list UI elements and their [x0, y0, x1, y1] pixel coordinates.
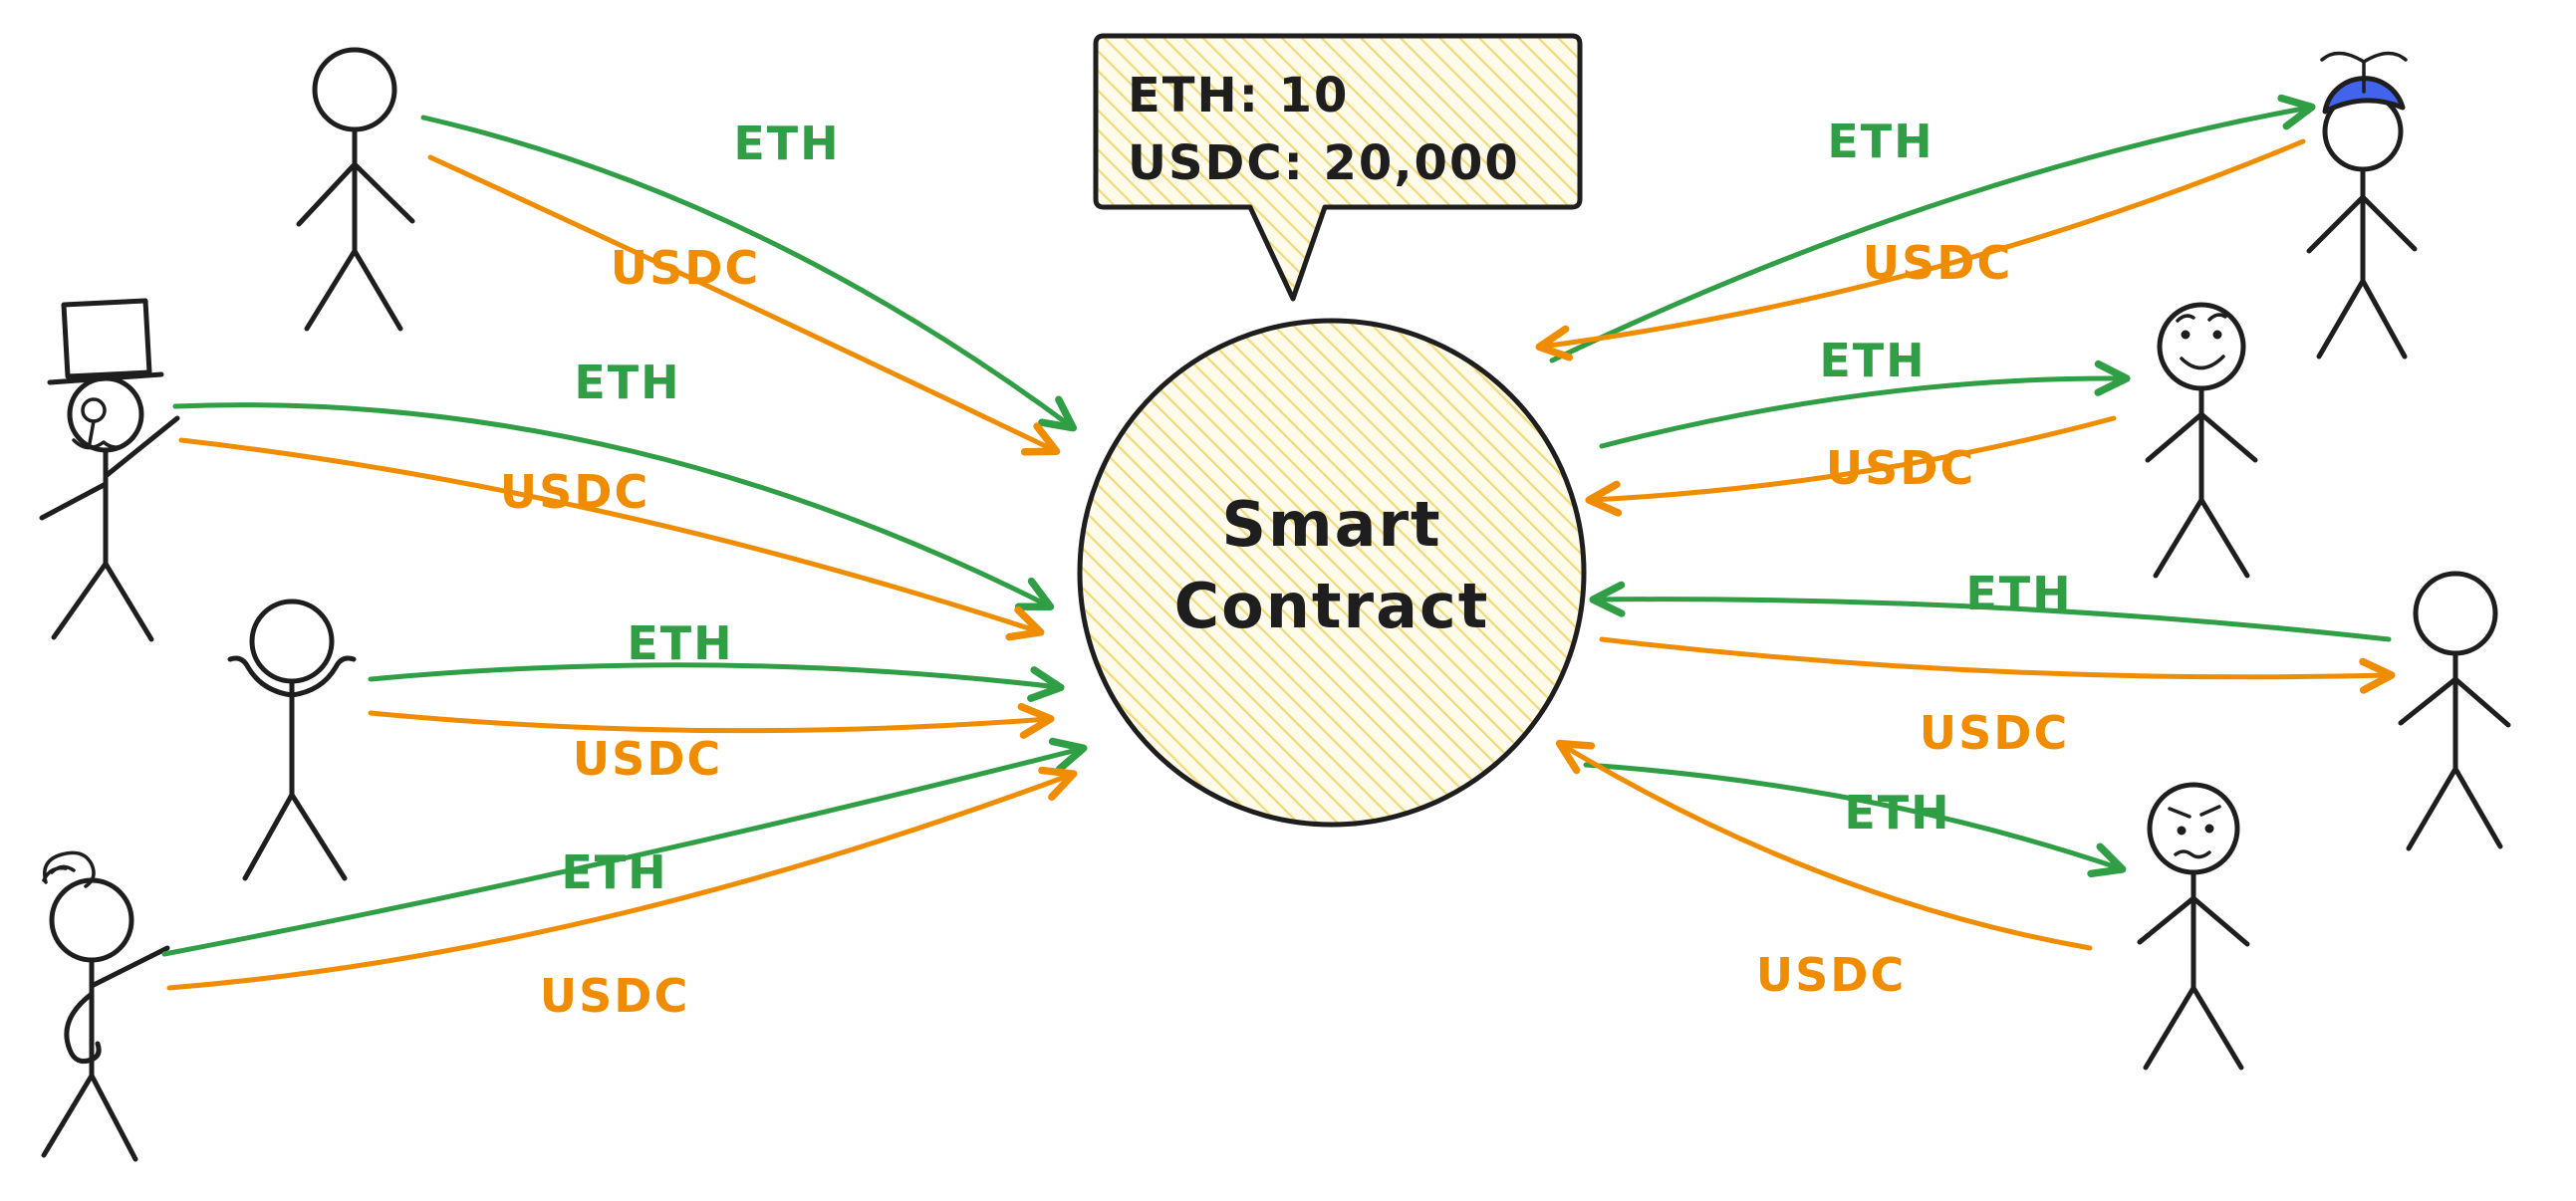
balance-callout: ETH: 10 USDC: 20,000 — [1093, 33, 1583, 302]
trader-3-head — [2413, 571, 2498, 656]
callout-usdc-balance: USDC: 20,000 — [1128, 135, 1520, 191]
trader-3-usdc-arrow-label: USDC — [1920, 706, 2069, 760]
lp-2-legs — [51, 561, 154, 642]
trader-3-usdc-out-arrow — [1599, 636, 2396, 694]
lp-1-head — [312, 47, 397, 132]
trader-4-swap-arrows: ETH USDC — [1555, 739, 2127, 1002]
trader-4-legs — [2143, 985, 2244, 1071]
trader-2-legs — [2153, 497, 2250, 579]
lp-3-head — [249, 599, 335, 684]
lp-4-eth-arrow — [161, 737, 1088, 957]
smart-contract-label-line1: Smart — [1221, 488, 1441, 561]
mustache — [72, 436, 135, 450]
trader-1-eth-arrow-label: ETH — [1827, 115, 1933, 168]
trader-4-right-eye — [2204, 824, 2214, 834]
trader-1-eth-out-arrow — [1549, 94, 2316, 363]
lp-1-usdc-arrow — [427, 154, 1061, 456]
actor-trader-1-propeller-cap-stick-figure — [2306, 51, 2418, 360]
lp-4-head — [49, 877, 134, 963]
actor-lp-2-top-hat-stick-figure — [39, 298, 180, 642]
lp-3-usdc-arrow — [368, 702, 1055, 739]
smart-contract-node: Smart Contract — [1077, 318, 1587, 828]
trader-2-arms — [2145, 411, 2258, 463]
top-hat-crown — [61, 298, 152, 379]
trader-2-eth-arrow-label: ETH — [1819, 334, 1926, 387]
propeller-cap-icon — [2322, 76, 2406, 115]
trader-2-usdc-arrow-label: USDC — [1826, 441, 1975, 495]
lp-1-eth-arrow — [420, 115, 1078, 432]
lp-1-legs — [304, 248, 403, 332]
trader-1-usdc-arrow-label: USDC — [1863, 236, 2012, 290]
propeller-blades — [2320, 51, 2408, 94]
actor-lp-3-shrugging-stick-figure — [227, 599, 357, 881]
callout-eth-balance: ETH: 10 — [1128, 68, 1349, 123]
trader-4-left-eye — [2177, 826, 2187, 836]
actor-lp-1-plain-stick-figure — [296, 47, 415, 332]
hair-bun — [42, 850, 96, 888]
lp-1-eth-arrow-label: ETH — [733, 117, 840, 170]
speech-bubble — [1093, 33, 1583, 302]
trader-2-right-eye — [2212, 330, 2222, 340]
trader-2-left-eye — [2181, 330, 2190, 340]
lp-2-eth-arrow — [172, 402, 1055, 611]
actor-lp-4-hair-bun-stick-figure — [41, 850, 170, 1162]
trader-3-arms — [2398, 676, 2511, 728]
monocle-chain — [88, 419, 96, 445]
lp-3-deposit-arrows: ETH USDC — [368, 616, 1065, 786]
lp-3-shrug-arms — [227, 655, 357, 698]
trader-2-eyebrows — [2176, 313, 2227, 323]
lp-4-legs — [41, 1073, 138, 1162]
lp-2-usdc-arrow-label: USDC — [500, 465, 649, 519]
trader-3-legs — [2406, 766, 2503, 851]
actor-trader-4-worried-stick-figure — [2137, 782, 2250, 1071]
trader-4-eyebrows — [2168, 805, 2221, 819]
smart-contract-label-line2: Contract — [1174, 570, 1490, 642]
lp-2-deposit-arrows: ETH USDC — [172, 356, 1055, 641]
trader-4-eth-out-arrow — [1583, 762, 2127, 877]
monocle-icon — [81, 397, 107, 423]
trader-4-eth-arrow-label: ETH — [1844, 786, 1950, 840]
actor-trader-3-plain-stick-figure — [2398, 571, 2511, 851]
trader-4-usdc-arrow-label: USDC — [1756, 948, 1906, 1002]
lp-4-arms — [64, 945, 170, 1065]
smart-contract-circle — [1077, 318, 1587, 828]
lp-3-legs — [242, 792, 348, 881]
lp-3-eth-arrow — [368, 662, 1065, 702]
trader-4-head — [2147, 782, 2240, 875]
lp-1-usdc-arrow-label: USDC — [611, 241, 760, 295]
lp-1-deposit-arrows: ETH USDC — [420, 115, 1078, 456]
trader-3-eth-in-arrow — [1589, 581, 2392, 642]
lp-4-usdc-arrow — [166, 766, 1078, 991]
trader-4-usdc-in-arrow — [1555, 739, 2093, 951]
trader-1-usdc-in-arrow — [1535, 138, 2306, 361]
trader-2-smile — [2180, 355, 2225, 370]
actor-trader-2-smiling-stick-figure — [2145, 302, 2258, 579]
lp-2-arms — [39, 415, 180, 521]
lp-2-usdc-arrow — [178, 437, 1045, 641]
lp-3-eth-arrow-label: ETH — [627, 616, 733, 670]
trader-1-legs — [2316, 278, 2408, 360]
lp-4-eth-arrow-label: ETH — [561, 845, 667, 899]
trader-3-eth-arrow-label: ETH — [1965, 567, 2072, 620]
trader-4-frown — [2174, 849, 2211, 859]
trader-3-swap-arrows: ETH USDC — [1589, 567, 2396, 760]
trader-2-head — [2157, 302, 2246, 391]
lp-4-usdc-arrow-label: USDC — [540, 969, 689, 1023]
lp-1-arms — [296, 161, 415, 227]
trader-1-arms — [2306, 194, 2418, 254]
lp-2-eth-arrow-label: ETH — [574, 356, 680, 409]
trader-2-eth-out-arrow — [1599, 360, 2131, 449]
lp-3-usdc-arrow-label: USDC — [573, 732, 722, 786]
trader-2-swap-arrows: ETH USDC — [1585, 334, 2131, 517]
trader-1-swap-arrows: ETH USDC — [1535, 94, 2316, 363]
trader-2-usdc-in-arrow — [1585, 415, 2117, 517]
trader-4-arms — [2137, 895, 2250, 947]
lp-4-deposit-arrows: ETH USDC — [161, 737, 1088, 1023]
